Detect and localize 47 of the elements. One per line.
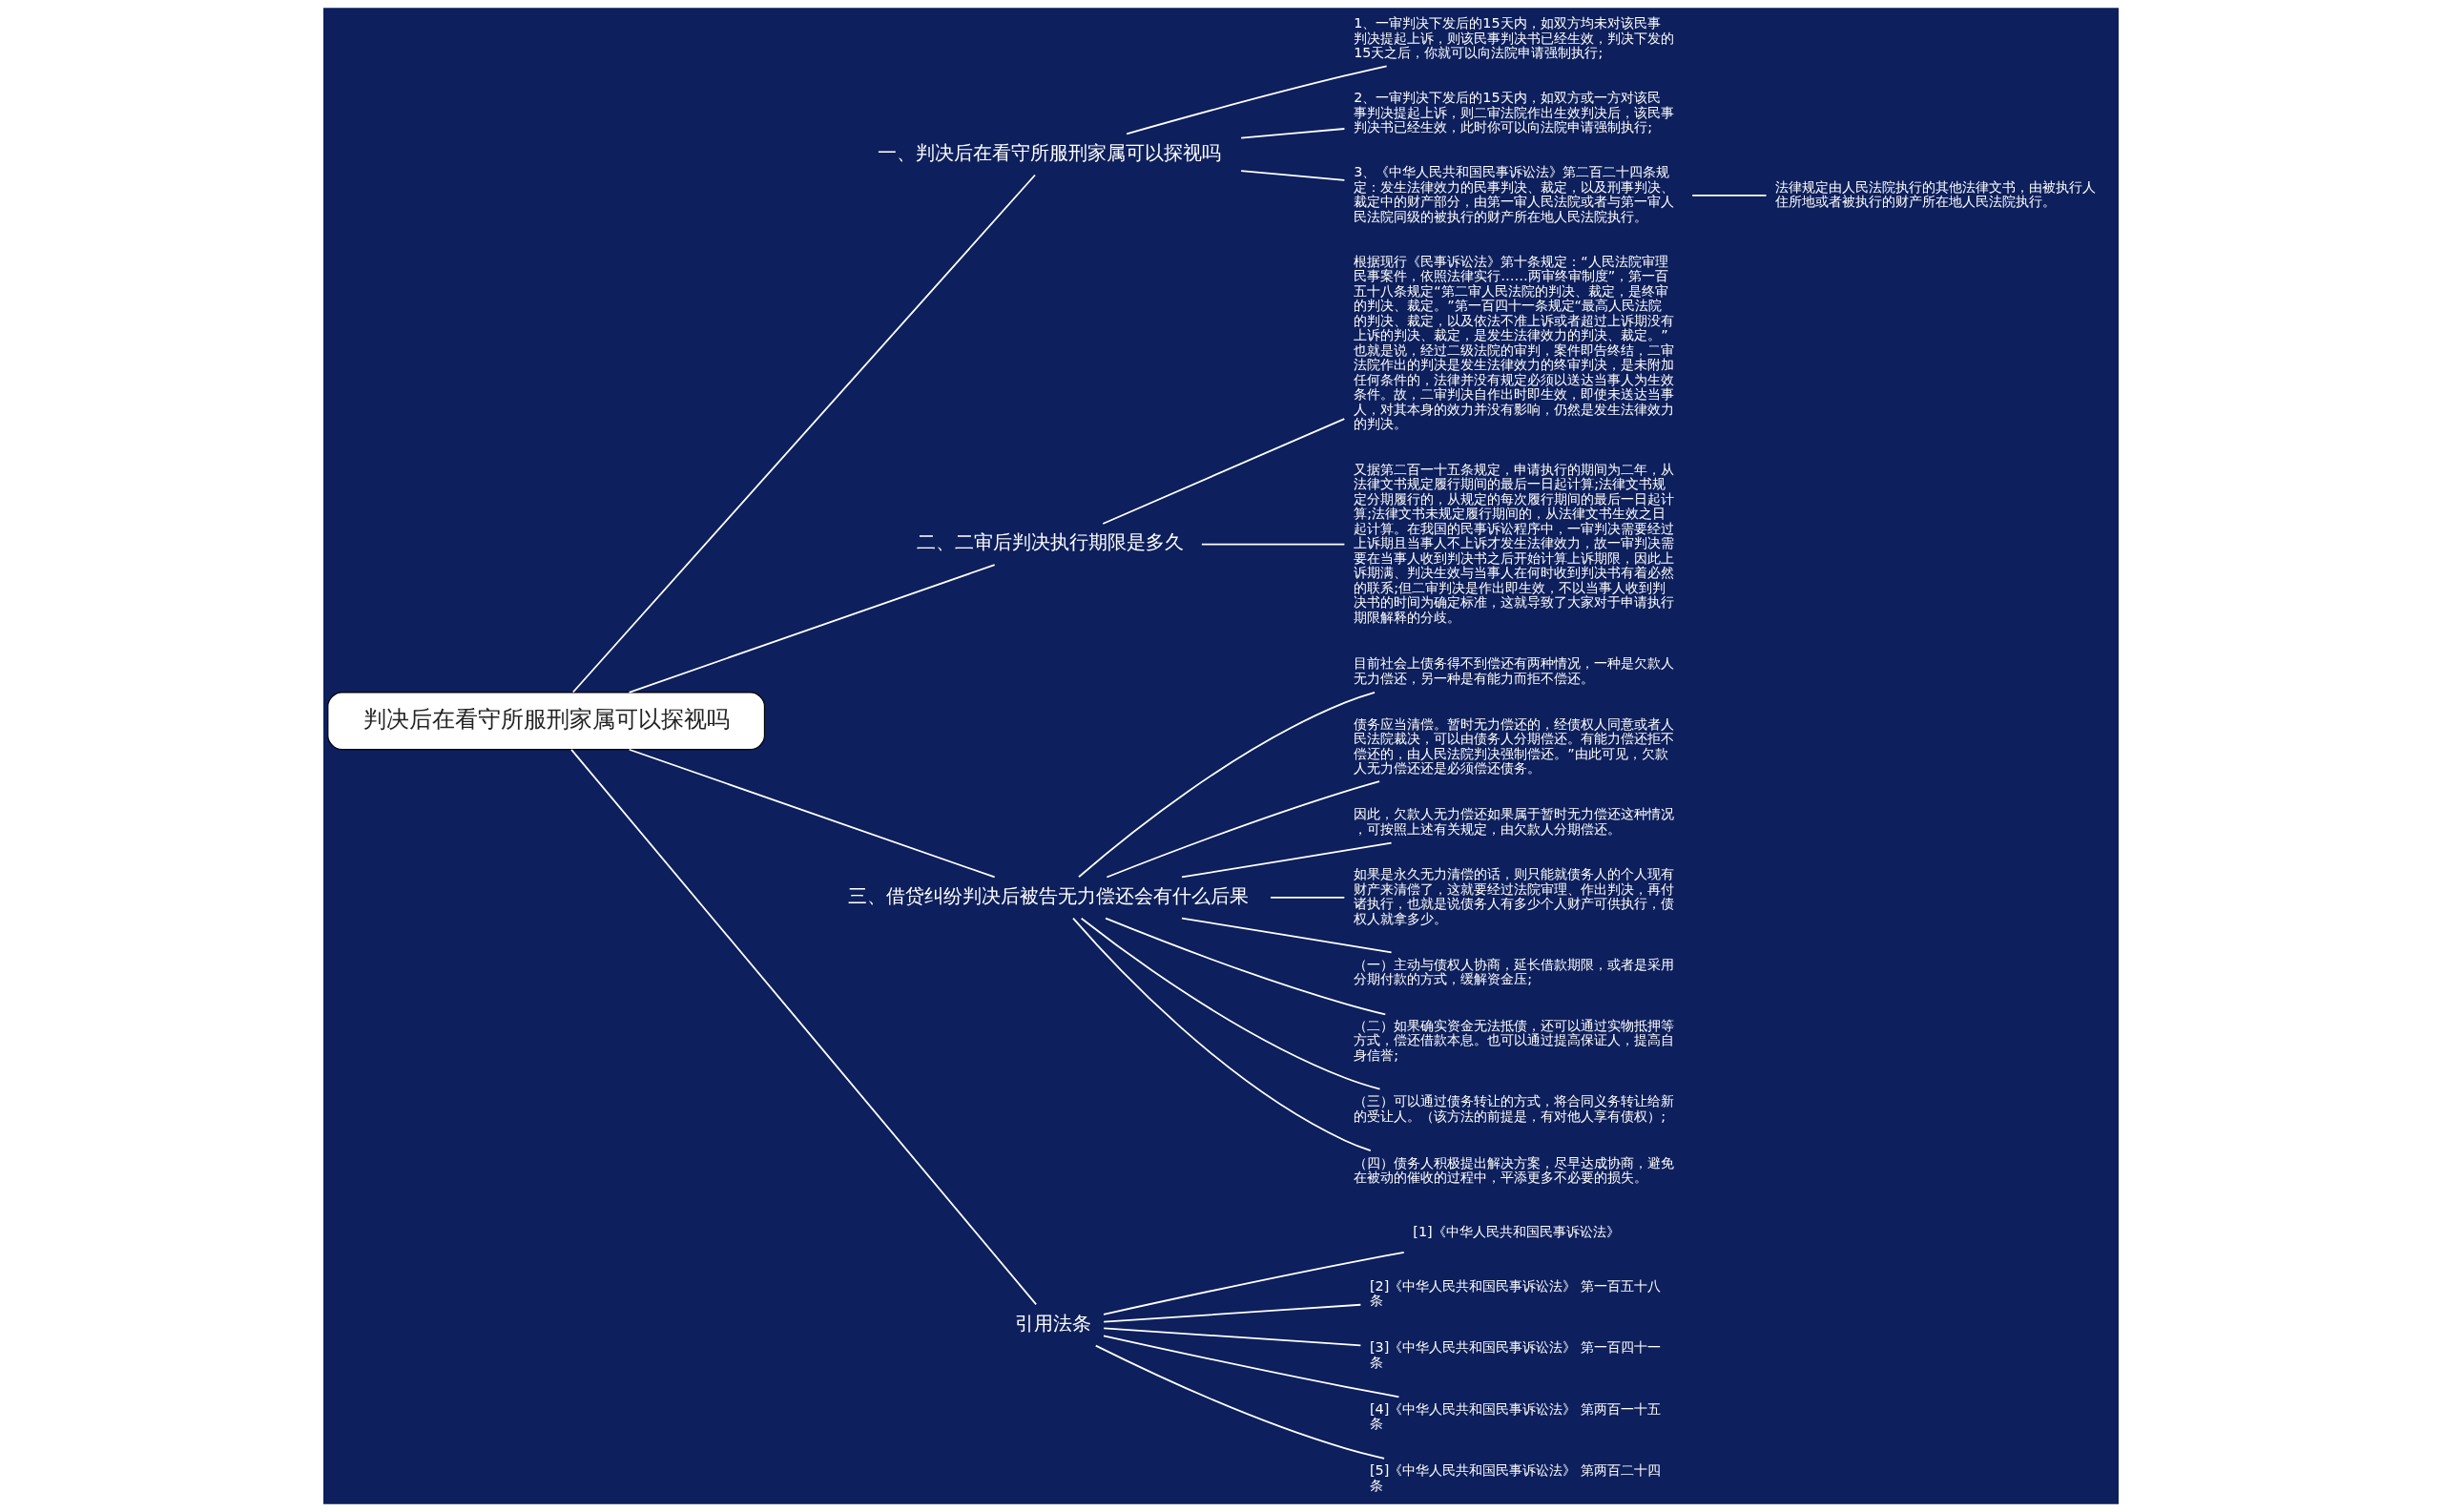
connector xyxy=(1105,917,1387,1016)
connector xyxy=(1103,1335,1400,1398)
node-text: 因此，欠款人无力偿还如果属于暂时无力偿还这种情况，可按照上述有关规定，由欠款人分期偿还。 xyxy=(1354,806,1675,837)
node-text: [1]《中华人民共和国民事诉讼法》 xyxy=(1413,1223,1620,1239)
node-text: 引用法条 xyxy=(1014,1311,1091,1335)
connector xyxy=(1103,1303,1362,1323)
connector xyxy=(1078,692,1376,879)
connector xyxy=(1181,841,1393,879)
node-text: 1、一审判决下发后的15天内，如双方均未对该民事判决提起上诉，则该民事判决书已经生效，判决下发的15天之后，你就可以向法院申请强制执行; xyxy=(1354,15,1675,61)
connector xyxy=(628,564,996,694)
node-text: 如果是永久无力清偿的话，则只能就债务人的个人现有财产来清偿了，这就要经过法院审理、作出判决，再付诸执行，也就是说债务人有多少个人财产可供执行，债权人就拿多少。 xyxy=(1354,866,1675,926)
connector xyxy=(628,748,996,879)
connector xyxy=(1103,1327,1362,1347)
node-text: 三、借贷纠纷判决后被告无力偿还会有什么后果 xyxy=(847,883,1249,907)
node-text: （四）债务人积极提出解决方案，尽早达成协商，避免在被动的催收的过程中，平添更多不必要的损失。 xyxy=(1354,1154,1675,1186)
node-text: [3]《中华人民共和国民事诉讼法》 第一百四十一条 xyxy=(1369,1339,1661,1370)
connector xyxy=(1102,418,1346,525)
node-text: （二）如果确实资金无法抵债，还可以通过实物抵押等方式，偿还借款本息。也可以通过提高保证人，提高自身信誉; xyxy=(1354,1017,1675,1063)
connector xyxy=(570,749,1038,1306)
node-text: （三）可以通过债务转让的方式，将合同义务转让给新的受让人。（该方法的前提是，有对他人享有债权）; xyxy=(1354,1093,1675,1124)
node-text: [5]《中华人民共和国民事诉讼法》 第两百二十四条 xyxy=(1369,1462,1661,1493)
node-text: 3、《中华人民共和国民事诉讼法》第二百二十四条规定：发生法律效力的民事判决、裁定，以及刑事判决、裁定中的财产部分，由第一审人民法院或者与第一审人民法院同级的被执行的财产所在地人民法院执行。 xyxy=(1354,164,1675,224)
node-text: [2]《中华人民共和国民事诉讼法》 第一百五十八条 xyxy=(1369,1277,1661,1309)
connector xyxy=(1106,780,1380,879)
node-text: 2、一审判决下发后的15天内，如双方或一方对该民事判决提起上诉，则二审法院作出生效判决后，该民事判决书已经生效，此时你可以向法院申请强制执行; xyxy=(1354,90,1675,135)
connector xyxy=(1691,195,1768,197)
node-text: 一、判决后在看守所服刑家属可以探视吗 xyxy=(877,140,1221,164)
connector xyxy=(1072,917,1372,1152)
connector xyxy=(1240,170,1346,181)
connector xyxy=(1126,65,1388,135)
connector xyxy=(1103,1252,1405,1315)
node-text: 法律规定由人民法院执行的其他法律文书，由被执行人住所地或者被执行的财产所在地人民法院执行。 xyxy=(1775,178,2097,210)
connector xyxy=(1181,917,1393,954)
node-text: 二、二审后判决执行期限是多久 xyxy=(916,530,1184,554)
connector xyxy=(1200,543,1346,546)
node-text: 债务应当清偿。暂时无力偿还的，经债权人同意或者人民法院裁决，可以由债务人分期偿还。有能力偿还拒不偿还的，由人民法院判决强制偿还。”由此可见，欠款人无力偿还还是必须偿还债务。 xyxy=(1354,715,1675,777)
node-text: （一）主动与债权人协商，延长借款期限，或者是采用分期付款的方式，缓解资金压; xyxy=(1354,956,1675,987)
connector xyxy=(1094,1344,1385,1460)
connector xyxy=(1270,897,1346,899)
connector xyxy=(571,174,1036,694)
connector xyxy=(1080,917,1381,1090)
connector xyxy=(1240,128,1346,139)
node-text: 根据现行《民事诉讼法》第十条规定：“人民法院审理民事案件，依照法律实行……两审终审制度”，第一百五十八条规定“第二审人民法院的判决、裁定，是终审的判决、裁定。”第一百四十一条规定“最高人民法院的判决、裁定，以及依法不准上诉或者超过上诉期没有上诉的判决、裁定，是发生法律效力的判决、裁定。”也就是说，经过二级法院的审判，案件即告终结，二审法院作出的判决是发生法律效力的终审判决，是未附加任何条件的，法律并没有规定必须以送达当事人为生效条件。故，二审判决自作出时即生效，即使未送达当事人，对其本身的效力并没有影响，仍然是发生法律效力的判决。 xyxy=(1354,253,1675,432)
node-text: 又据第二百一十五条规定，申请执行的期间为二年，从法律文书规定履行期间的最后一日起计算;法律文书规定分期履行的，从规定的每次履行期间的最后一日起计算;法律文书未规定履行期间的，从法律文书生效之日起计算。在我国的民事诉讼程序中，一审判决需要经过上诉期且当事人不上诉才发生法律效力，故一审判决需要在当事人收到判决书之后开始计算上诉期限，因此上诉期满、判决生效与当事人在何时收到判决书有着必然的联系;但二审判决是作出即生效，不以当事人收到判决书的时间为确定标准，这就导致了大家对于申请执行期限解释的分歧。 xyxy=(1354,461,1675,625)
node-box: 判决后在看守所服刑家属可以探视吗 xyxy=(327,692,766,751)
node-text: 目前社会上债务得不到偿还有两种情况，一种是欠款人无力偿还，另一种是有能力而拒不偿还。 xyxy=(1354,655,1675,686)
node-text: [4]《中华人民共和国民事诉讼法》 第两百一十五条 xyxy=(1369,1400,1661,1432)
